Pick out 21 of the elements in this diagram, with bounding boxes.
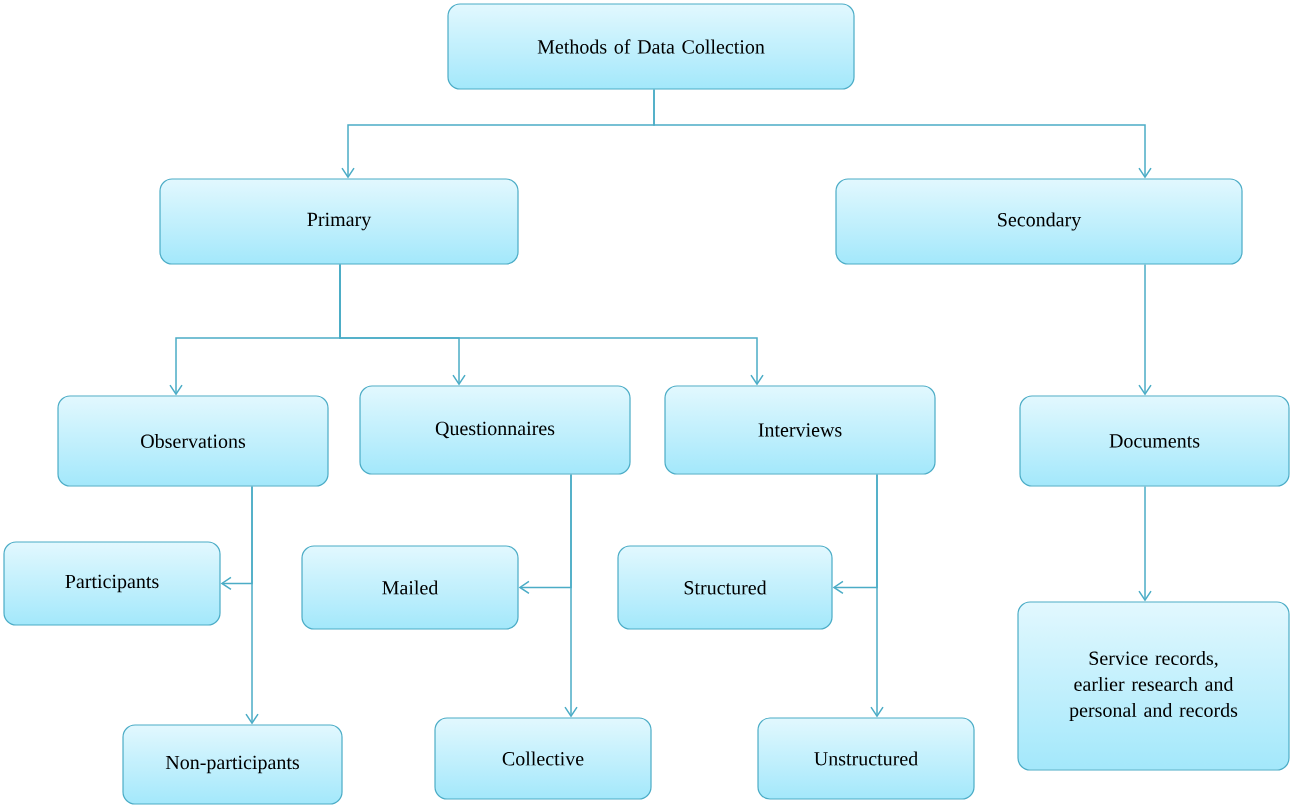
process-box: Primary [159, 178, 519, 265]
process-box: Unstructured [757, 717, 975, 800]
process-box: Structured [617, 545, 833, 630]
arrow [564, 473, 578, 718]
arrow [339, 263, 764, 386]
process-box: Questionnaires [359, 385, 631, 475]
process-box: Secondary [835, 178, 1243, 265]
process-box: Methods of Data Collection [447, 3, 855, 90]
arrow [1138, 485, 1152, 602]
process-box: Mailed [301, 545, 519, 630]
arrow [245, 485, 259, 725]
process-box: Interviews [664, 385, 936, 475]
arrow [870, 473, 884, 718]
arrow [653, 88, 1152, 179]
process-box: Documents [1019, 395, 1290, 487]
arrow [1138, 263, 1152, 396]
process-box: Service records, earlier research and personal and records [1017, 601, 1290, 771]
process-box: Collective [434, 717, 652, 800]
process-box: Participants [3, 541, 221, 626]
process-box: Observations [57, 395, 329, 487]
process-box: Non-participants [122, 724, 343, 805]
